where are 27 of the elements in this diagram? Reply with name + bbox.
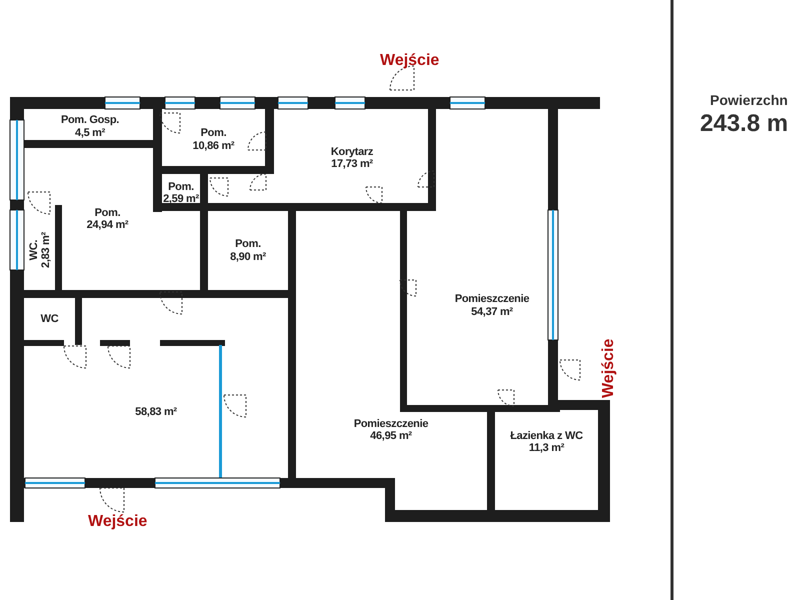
area-value: 243.8 m xyxy=(700,110,788,138)
room-name: Pom. xyxy=(200,127,226,140)
room-name: Łazienka z WC xyxy=(510,430,583,442)
room-area: 58,83 m² xyxy=(135,406,177,418)
entrance-label: Wejście xyxy=(88,513,148,531)
room-area: 10,86 m² xyxy=(192,140,234,152)
room-name: WC. xyxy=(27,240,40,260)
room-name: WC xyxy=(40,312,58,326)
room-name: Pom. xyxy=(168,180,194,193)
room-area: 24,94 m² xyxy=(86,219,128,232)
room-name: Pomieszczenie xyxy=(454,293,530,306)
room-name: Pomieszczenie xyxy=(354,418,428,430)
room-area: 54,37 m² xyxy=(471,306,513,318)
room-area: 17,73 m² xyxy=(331,158,373,170)
room-area: 2,59 m² xyxy=(163,193,199,206)
area-heading: Powierzchn xyxy=(710,92,788,108)
room-name: Korytarz xyxy=(330,146,374,158)
room-name: Pom. xyxy=(94,206,120,219)
room-area: 11,3 m² xyxy=(528,442,564,454)
room-area: 2,83 m² xyxy=(40,232,52,268)
room-area: 46,95 m² xyxy=(370,430,412,442)
room-area: 8,90 m² xyxy=(230,250,266,263)
entrance-label: Wejście xyxy=(380,52,440,70)
room-name: Pom. Gosp. xyxy=(60,114,120,126)
entrance-label: Wejście xyxy=(600,338,618,398)
room-area: 4,5 m² xyxy=(75,126,105,139)
room-name: Pom. xyxy=(235,238,261,250)
